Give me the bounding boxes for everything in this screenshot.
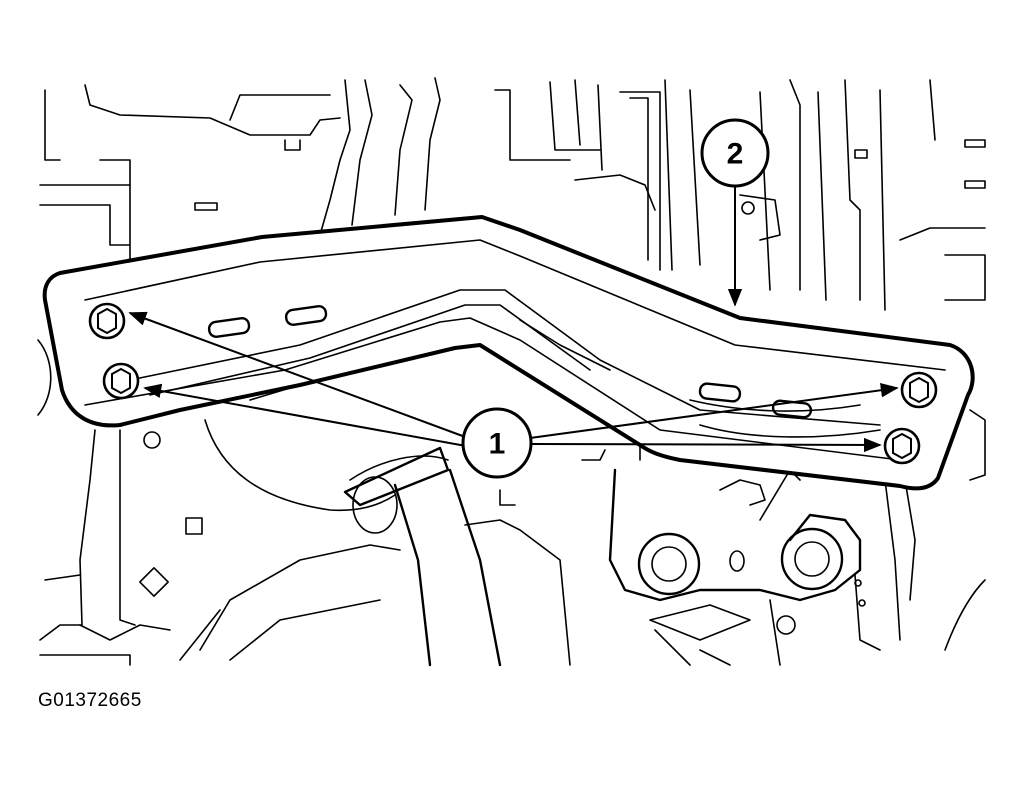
background-chassis [37, 77, 986, 667]
figure-id-label: G01372665 [38, 690, 142, 711]
bolt-right-upper [900, 371, 938, 409]
bolt-left-upper [88, 302, 126, 340]
crossmember [42, 215, 975, 491]
callout-2-number: 2 [727, 138, 744, 171]
bolt-left-lower [102, 362, 140, 400]
callout-1-number: 1 [489, 428, 506, 461]
callout-2: 2 [700, 118, 770, 188]
callout-1-leaders [128, 311, 899, 453]
bolt-right-lower [883, 427, 921, 465]
callout-1: 1 [461, 407, 533, 479]
